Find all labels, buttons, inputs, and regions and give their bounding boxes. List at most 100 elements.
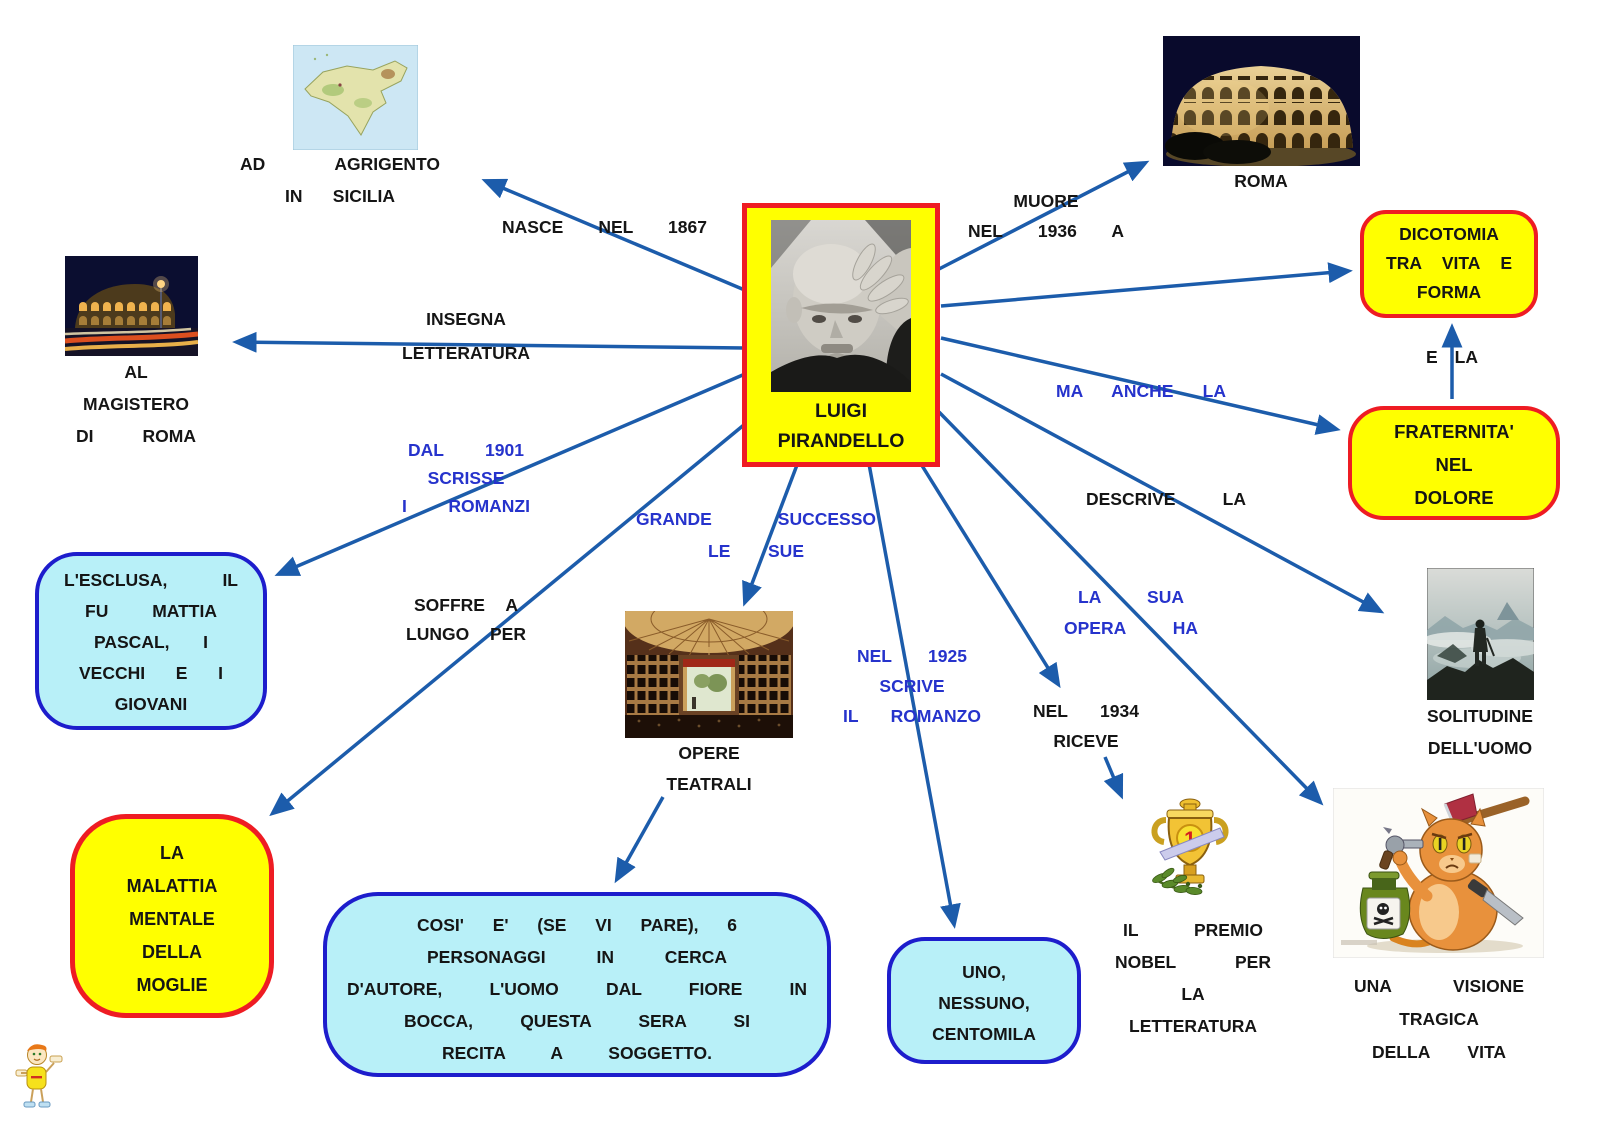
edge-opere-cosi-arrow	[614, 796, 665, 884]
text-line: PASCAL, I	[94, 632, 208, 652]
text-line: OPERE	[678, 743, 740, 763]
edge-ma-anche-arrow	[940, 336, 1341, 435]
node-esclusa-romanzi: L'ESCLUSA, IL FU MATTIA PASCAL, I VECCHI…	[35, 552, 267, 730]
colosseum-night-photo	[64, 256, 199, 356]
edge-label-grande-successo: GRANDE SUCCESSO LE SUE	[636, 503, 876, 567]
text-line: DOLORE	[1414, 487, 1494, 508]
pirandello-portrait-photo	[771, 220, 911, 392]
text-line: UNA VISIONE	[1354, 976, 1524, 996]
edge-label-e-la: E LA	[1420, 342, 1484, 372]
text-line: MA ANCHE LA	[1056, 381, 1226, 401]
edge-dal1901-arrow	[274, 372, 746, 576]
text-line: LETTERATURA	[1129, 1016, 1257, 1036]
text-line: NESSUNO,	[938, 993, 1030, 1013]
text-line: MUORE	[1013, 191, 1079, 211]
text-line: DELLA	[142, 942, 202, 962]
text-line: DI ROMA	[76, 426, 196, 446]
edge-opera-ha-arrow	[937, 410, 1324, 806]
text-line: OPERA HA	[1064, 618, 1198, 638]
visione-caption: UNA VISIONE TRAGICA DELLA VITA	[1326, 970, 1552, 1069]
text-line: GIOVANI	[114, 694, 188, 714]
text-line: LA	[1181, 984, 1205, 1004]
edge-nel1934-arrow	[919, 463, 1061, 689]
text-line: MOGLIE	[136, 975, 208, 995]
edge-label-opera-ha: LA SUA OPERA HA	[1064, 582, 1198, 644]
edge-muore-arrow	[938, 160, 1150, 271]
edge-descrive-arrow	[940, 372, 1385, 614]
text-line: SCRIVE	[879, 676, 945, 696]
wanderer-painting-image	[1423, 567, 1543, 701]
node-dicotomia: DICOTOMIA TRA VITA E FORMA	[1360, 210, 1538, 318]
edge-nel1925-arrow	[867, 463, 961, 929]
text-line: LE SUE	[708, 541, 804, 561]
text-line: RICEVE	[1053, 731, 1119, 751]
text-line: DAL 1901	[408, 440, 524, 460]
sicily-map-image	[292, 44, 419, 151]
center-title-line: PIRANDELLO	[777, 430, 905, 452]
node-uno-nessuno-centomila: UNO, NESSUNO, CENTOMILA	[887, 937, 1081, 1064]
text-line: AD AGRIGENTO	[240, 154, 440, 174]
text-line: IN SICILIA	[285, 186, 395, 206]
text-line: LUNGO PER	[406, 624, 526, 644]
node-malattia-moglie: LA MALATTIA MENTALE DELLA MOGLIE	[70, 814, 274, 1018]
edge-dicotomia-arrow	[940, 262, 1353, 308]
text-line: DELL'UOMO	[1427, 738, 1533, 758]
roma-caption: ROMA	[1201, 166, 1321, 196]
solitudine-caption: SOLITUDINE DELL'UOMO	[1392, 700, 1568, 764]
edge-label-descrive: DESCRIVE LA	[1086, 484, 1246, 514]
edge-insegna-arrow	[232, 331, 746, 353]
edge-label-soffre: SOFFRE A LUNGO PER	[402, 591, 530, 649]
edge-label-nel1934: NEL 1934 RICEVE	[1024, 696, 1148, 756]
edge-label-nasce: NASCE NEL 1867	[502, 212, 707, 242]
text-line: PERSONAGGI IN CERCA	[427, 947, 727, 967]
text-line: DESCRIVE LA	[1086, 489, 1246, 509]
text-line: RECITA A SOGGETTO.	[442, 1043, 712, 1063]
text-line: FORMA	[1416, 282, 1482, 302]
node-opere-teatrali-elenco: COSI' E' (SE VI PARE), 6 PERSONAGGI IN C…	[323, 892, 831, 1077]
text-line: L'ESCLUSA, IL	[64, 570, 238, 590]
text-line: VECCHI E I	[79, 663, 223, 683]
text-line: INSEGNA	[426, 309, 506, 329]
node-luigi-pirandello: LUIGI PIRANDELLO	[742, 203, 940, 467]
text-line: TRAGICA	[1399, 1009, 1479, 1029]
mascot-figure-icon	[14, 1042, 68, 1110]
text-line: SOFFRE A	[414, 595, 518, 615]
edge-label-insegna: INSEGNA LETTERATURA	[396, 302, 536, 370]
text-line: LA SUA	[1078, 587, 1184, 607]
edge-label-dal1901: DAL 1901 SCRISSE I ROMANZI	[402, 436, 530, 520]
text-line: DICOTOMIA	[1399, 224, 1499, 244]
edge-nasce-arrow	[481, 178, 748, 293]
text-line: NEL 1936 A	[968, 221, 1124, 241]
text-line: LA	[160, 843, 184, 863]
theater-interior-image	[623, 585, 795, 738]
text-line: MAGISTERO	[83, 394, 189, 414]
text-line: NOBEL PER	[1115, 952, 1271, 972]
text-line: NEL	[1435, 454, 1473, 475]
text-line: ROMA	[1234, 171, 1288, 191]
edge-label-nel1925: NEL 1925 SCRIVE IL ROMANZO	[838, 641, 986, 731]
tragic-cat-cartoon-image	[1332, 787, 1545, 959]
trophy-icon: 1	[1138, 796, 1243, 912]
edge-riceve-trofeo-arrow	[1103, 756, 1124, 800]
edge-grande-successo-arrow	[742, 464, 799, 607]
text-line: NASCE NEL 1867	[502, 217, 707, 237]
text-line: NEL 1925	[857, 646, 967, 666]
edge-soffre-arrow	[269, 422, 747, 817]
edge-label-ma-anche: MA ANCHE LA	[1056, 376, 1226, 406]
magistero-caption: AL MAGISTERO DI ROMA	[50, 356, 222, 452]
node-fraternita: FRATERNITA' NEL DOLORE	[1348, 406, 1560, 520]
edge-label-muore: MUORE NEL 1936 A	[962, 186, 1130, 246]
center-title-line: LUIGI	[815, 400, 867, 422]
text-line: FRATERNITA'	[1394, 421, 1514, 442]
text-line: E LA	[1426, 347, 1478, 367]
text-line: TRA VITA E	[1386, 253, 1512, 273]
text-line: COSI' E' (SE VI PARE), 6	[417, 915, 737, 935]
text-line: GRANDE SUCCESSO	[636, 509, 876, 529]
text-line: FU MATTIA	[85, 601, 217, 621]
text-line: I ROMANZI	[402, 496, 530, 516]
sicily-caption: AD AGRIGENTO IN SICILIA	[240, 148, 440, 212]
text-line: BOCCA, QUESTA SERA SI	[404, 1011, 750, 1031]
text-line: UNO,	[962, 962, 1006, 982]
teatro-caption: OPERE TEATRALI	[630, 738, 788, 800]
